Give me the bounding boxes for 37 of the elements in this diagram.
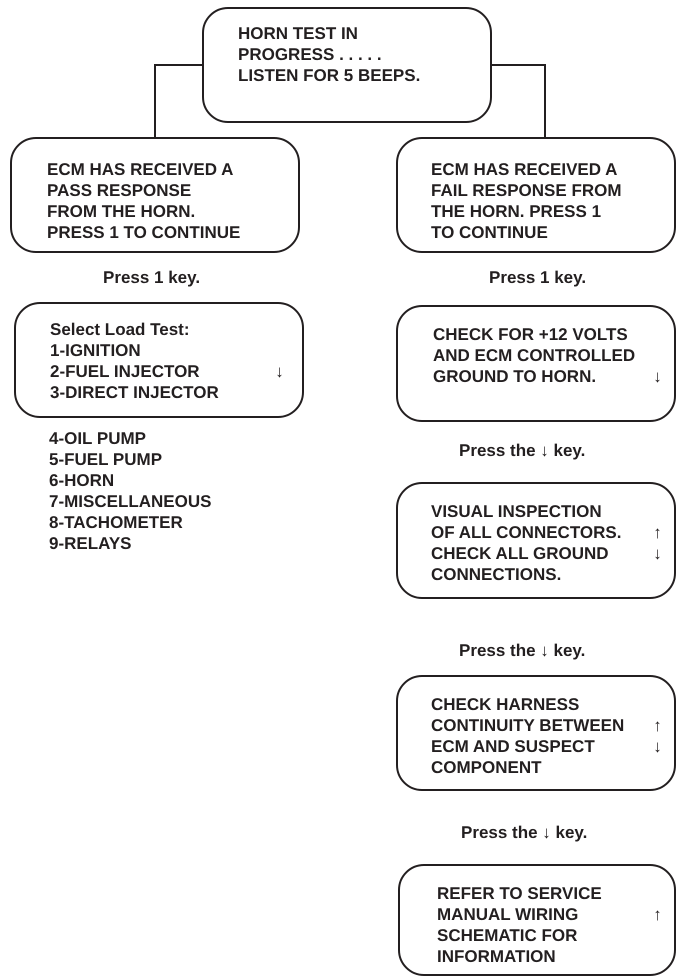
display-box [396,137,676,253]
display-text: REFER TO SERVICE MANUAL WIRING SCHEMATIC FOR INFORMATION [437,883,603,967]
menu-item-text: 7-MISCELLANEOUS [49,491,212,512]
menu-item-text: 1-IGNITION [50,340,142,361]
menu-item-text: 9-RELAYS [49,533,133,554]
instruction-text: Press 1 key. [489,267,586,288]
connector-line [492,64,546,137]
display-box [398,864,676,976]
display-text: ECM HAS RECEIVED A FAIL RESPONSE FROM THE HORN. PRESS 1 TO CONTINUE [431,159,622,243]
scroll-arrow-glyph: ↑ ↓ [652,522,663,564]
menu-item-text: 8-TACHOMETER [49,512,184,533]
menu-item-text: Select Load Test: [50,319,190,340]
connector-line [154,64,202,137]
display-text: CHECK HARNESS CONTINUITY BETWEEN ECM AND SUSPECT COMPONENT [431,694,626,778]
display-box [202,7,492,123]
menu-item-text: 6-HORN [49,470,116,491]
display-text: HORN TEST IN PROGRESS . . . . . LISTEN FOR 5 BEEPS. [238,23,422,86]
display-box [14,302,304,418]
menu-item-text: 5-FUEL PUMP [49,449,164,470]
scroll-arrow-glyph: ↑ [652,904,663,925]
instruction-text: Press the ↓ key. [461,822,588,843]
menu-item-text: 2-FUEL INJECTOR [50,361,201,382]
scroll-arrow-glyph: ↑ ↓ [652,715,663,757]
display-box [396,305,676,422]
display-box [396,675,676,791]
display-box [396,482,676,599]
display-text: VISUAL INSPECTION OF ALL CONNECTORS. CHECK ALL GROUND CONNECTIONS. [431,501,622,585]
menu-item-text: 3-DIRECT INJECTOR [50,382,219,403]
display-text: CHECK FOR +12 VOLTS AND ECM CONTROLLED GROUND TO HORN. [433,324,636,387]
display-box [10,137,300,253]
menu-item-text: 4-OIL PUMP [49,428,147,449]
display-text: ECM HAS RECEIVED A PASS RESPONSE FROM THE HORN. PRESS 1 TO CONTINUE [47,159,242,243]
instruction-text: Press 1 key. [103,267,200,288]
instruction-text: Press the ↓ key. [459,440,586,461]
scroll-arrow-glyph: ↓ [274,361,285,382]
instruction-text: Press the ↓ key. [459,640,586,661]
scroll-arrow-glyph: ↓ [652,366,663,387]
